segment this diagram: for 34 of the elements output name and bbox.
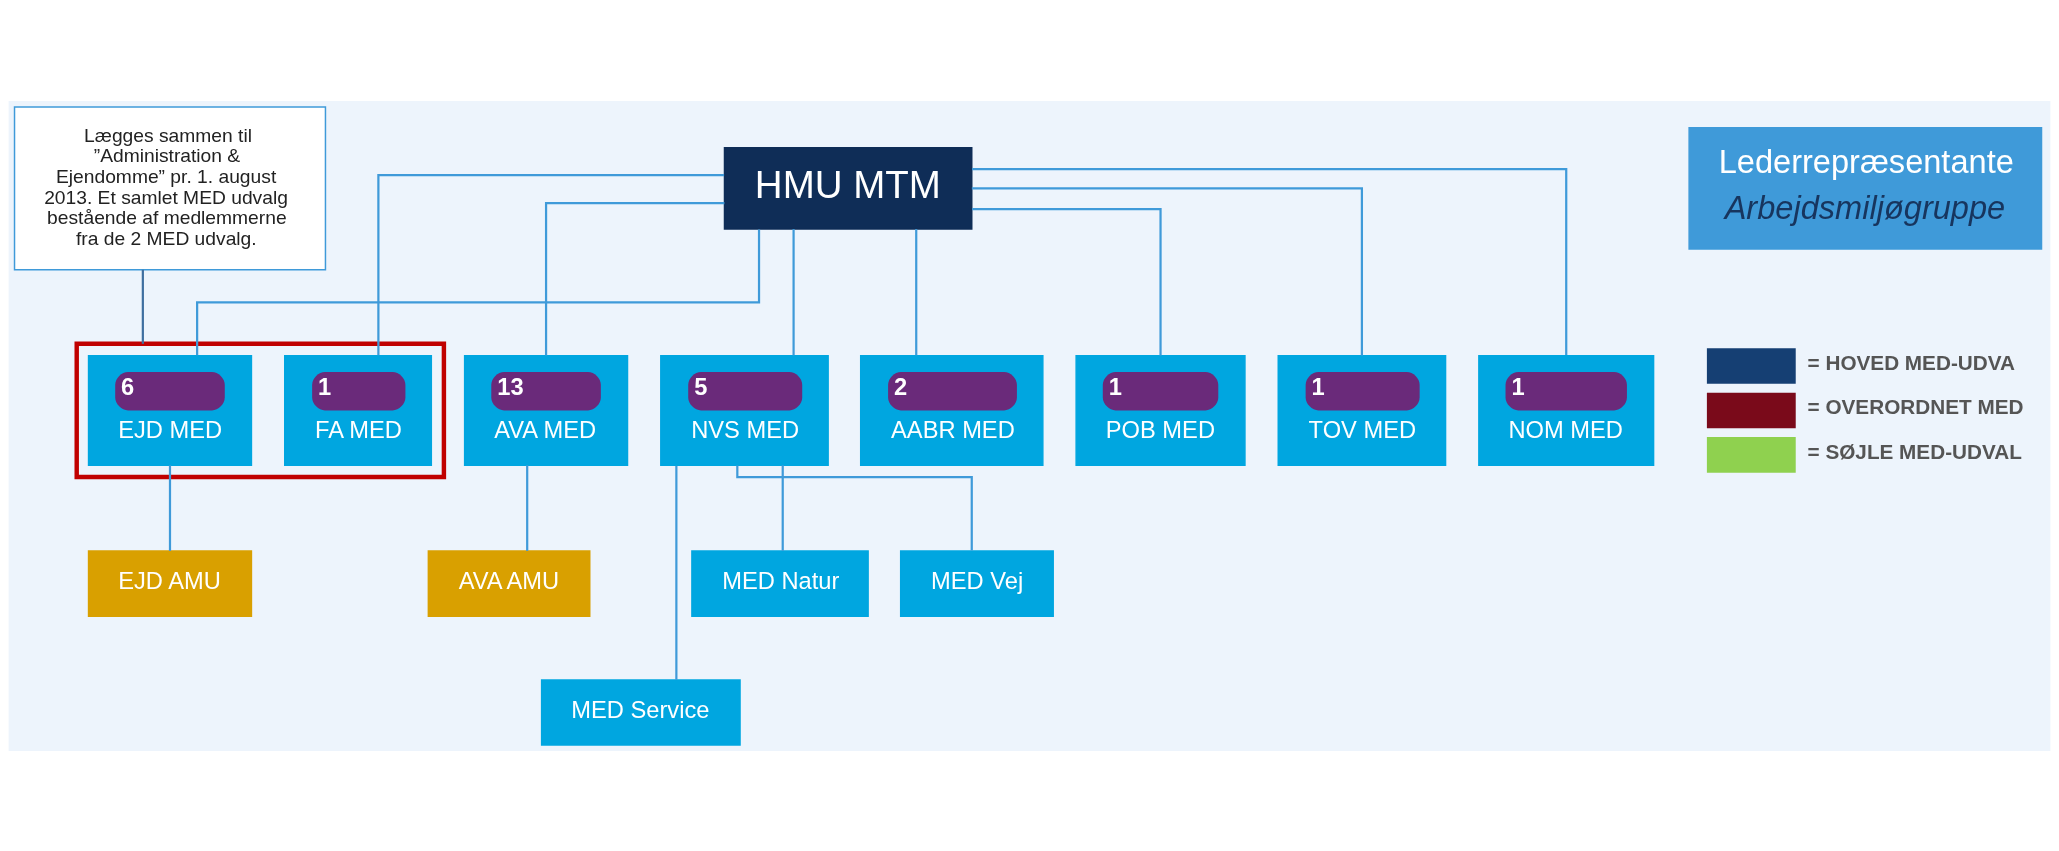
connector [544,201,725,355]
connector [736,464,973,551]
node-box: MED Vej [899,549,1054,617]
connector [792,228,795,355]
connector [526,464,529,551]
legend-label: = OVERORDNET MED [1807,394,2024,418]
node-box: EJD AMU [87,549,253,617]
connector [972,167,1568,355]
legend-label: = HOVED MED-UDVA [1807,350,2015,374]
node-box: HMU MTM [723,146,973,230]
connector [781,464,784,551]
connector [972,207,1162,355]
connector [915,228,918,355]
node-box: 13 AVA MED [463,354,629,466]
node-box: 1 NOM MED [1478,354,1655,466]
connector [377,173,725,355]
connector [675,465,678,680]
node-box: 2 AABR MED [859,354,1044,466]
node-box: Lederrepræsentante Arbejdsmiljøgruppe [1688,126,2043,250]
node-box: 5 NVS MED [660,354,829,466]
node-box: 1 POB MED [1075,354,1246,466]
node-box: Lægges sammen til ”Administration & Ejendomme” pr. 1. august 2013. Et samlet MED udvalg bestående af medlemmerne fra de 2 MED udvalg. [13,105,327,271]
connector [168,464,172,551]
node-box: 1 FA MED [284,354,433,466]
node-box: MED Natur [691,549,869,617]
node-box: MED Service [540,678,741,746]
legend-label: = SØJLE MED-UDVAL [1807,439,2022,463]
node-box: 6 EJD MED [87,354,253,466]
node-box: AVA AMU [427,549,591,617]
connector [196,229,761,355]
node-box: 1 TOV MED [1277,354,1447,466]
cluster [74,341,447,479]
connector [141,269,144,344]
connector [971,186,1363,356]
